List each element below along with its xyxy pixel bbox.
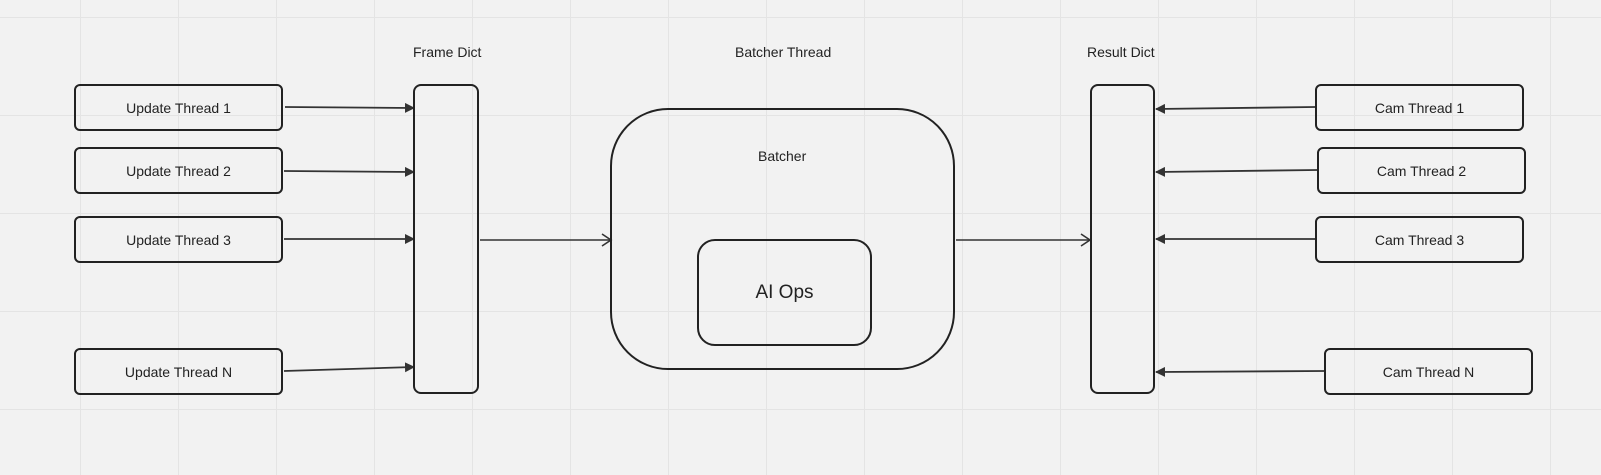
cam-thread-3-box[interactable]: Cam Thread 3 [1315,216,1524,263]
update-thread-n-box[interactable]: Update Thread N [74,348,283,395]
arrow-update-1-to-frame-dict [284,102,415,113]
frame-dict-store[interactable] [413,84,479,394]
result-dict-store[interactable] [1090,84,1155,394]
frame-dict-label: Frame Dict [413,44,482,60]
batcher-thread-label: Batcher Thread [735,44,832,60]
arrow-cam-n-to-result-dict [1155,366,1325,377]
update-thread-2-box[interactable]: Update Thread 2 [74,147,283,194]
result-dict-label: Result Dict [1087,44,1155,60]
cam-thread-n-box[interactable]: Cam Thread N [1324,348,1533,395]
batcher-label: Batcher [758,148,807,164]
ai-ops-box[interactable]: AI Ops [697,239,872,346]
arrow-update-n-to-frame-dict [283,362,415,373]
arrow-cam-2-to-result-dict [1155,166,1318,177]
batcher-container[interactable] [610,108,955,370]
cam-thread-1-box[interactable]: Cam Thread 1 [1315,84,1524,131]
arrow-cam-1-to-result-dict [1155,103,1316,114]
cam-thread-2-box[interactable]: Cam Thread 2 [1317,147,1526,194]
arrow-update-2-to-frame-dict [283,166,415,177]
update-thread-3-box[interactable]: Update Thread 3 [74,216,283,263]
update-thread-1-box[interactable]: Update Thread 1 [74,84,283,131]
